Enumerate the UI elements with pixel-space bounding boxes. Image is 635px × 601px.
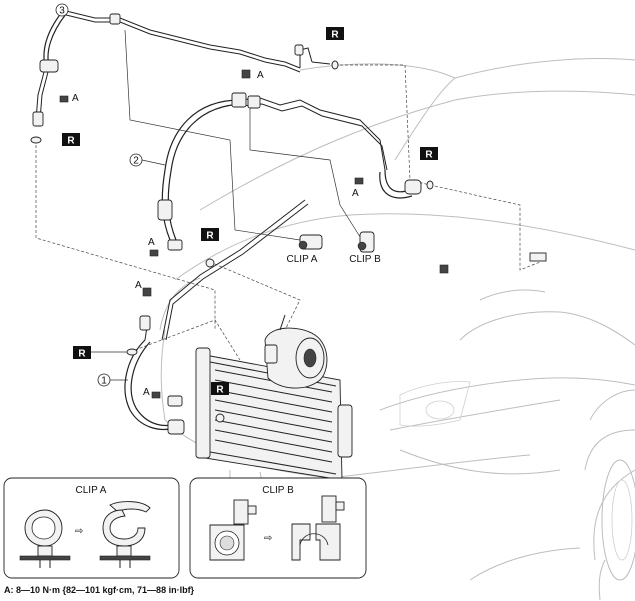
svg-text:A: A [72, 93, 79, 104]
vehicle-body-outline [159, 58, 635, 601]
svg-text:⇨: ⇨ [75, 526, 83, 537]
clip-b-part [357, 231, 375, 253]
cooler-hose-2 [157, 92, 422, 251]
svg-text:R: R [425, 150, 433, 161]
clip-a-label: CLIP A [287, 254, 318, 265]
callout-item-2: 2 [129, 153, 166, 167]
ac-compressor [264, 314, 328, 389]
svg-text:CLIP A: CLIP A [76, 485, 107, 496]
cooler-hose-1 [124, 315, 185, 435]
clip-b-label: CLIP B [349, 254, 381, 265]
torque-specification-note: A: 8—10 N·m {82—101 kgf·cm, 71—88 in·lbf… [4, 585, 195, 595]
inset-clip-a: CLIP A ⇨ [3, 477, 180, 579]
callout-item-3: 3 [55, 3, 69, 17]
bolts [59, 69, 547, 399]
svg-text:A: A [135, 280, 142, 291]
torque-marks: A A A A A A [72, 70, 359, 398]
replace-badges: R R R R R R [62, 27, 438, 396]
svg-text:R: R [67, 136, 75, 147]
svg-text:R: R [216, 385, 224, 396]
liquid-pipe [161, 199, 309, 341]
clip-leader-lines [124, 29, 363, 241]
svg-text:R: R [331, 30, 339, 41]
svg-text:2: 2 [133, 156, 139, 167]
svg-text:1: 1 [101, 376, 107, 387]
inset-clip-b: CLIP B ⇨ [189, 477, 367, 579]
svg-text:R: R [78, 349, 86, 360]
svg-text:3: 3 [59, 6, 65, 17]
svg-text:A: A [257, 70, 264, 81]
cooler-hose-3 [32, 9, 339, 127]
svg-text:A: A [352, 188, 359, 199]
svg-text:A: A [148, 237, 155, 248]
svg-text:⇨: ⇨ [264, 533, 272, 544]
callout-item-1: 1 [97, 373, 128, 387]
clip-a-part [298, 234, 323, 250]
svg-text:A: A [143, 387, 150, 398]
svg-text:R: R [206, 231, 214, 242]
svg-text:CLIP B: CLIP B [262, 485, 294, 496]
